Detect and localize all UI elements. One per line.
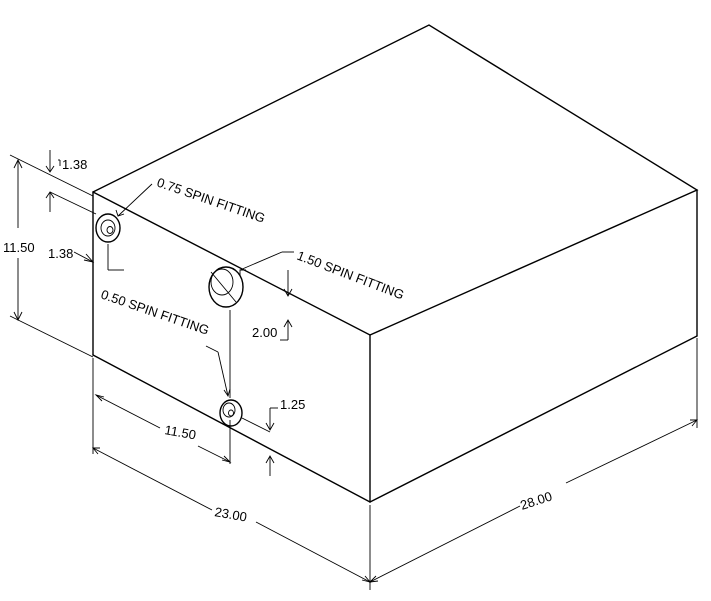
dim-fitting-spacing-label: 11.50 bbox=[163, 422, 197, 442]
callout-075-leader bbox=[115, 183, 153, 217]
fitting-150-icon bbox=[208, 266, 244, 308]
fitting-075-icon bbox=[95, 213, 121, 243]
callout-050-leader bbox=[205, 310, 231, 398]
dim-large-fitting-drop bbox=[280, 270, 293, 341]
callout-050-label: 0.50 SPIN FITTING bbox=[99, 287, 211, 338]
bottom-side-edge bbox=[369, 335, 698, 503]
callout-150-label: 1.50 SPIN FITTING bbox=[295, 248, 406, 303]
dim-height-label: 11.50 bbox=[3, 240, 35, 255]
dim-depth-label: 28.00 bbox=[518, 489, 554, 513]
dim-small-fitting-rise-label: 1.25 bbox=[280, 397, 305, 412]
dim-large-fitting-drop-label: 2.00 bbox=[252, 325, 277, 340]
dim-side-offset bbox=[73, 244, 124, 271]
bottom-front-edge bbox=[92, 354, 371, 503]
dim-width bbox=[92, 358, 372, 590]
fitting-050-icon bbox=[219, 399, 243, 427]
dim-fitting-spacing bbox=[94, 394, 232, 464]
dim-width-label: 23.00 bbox=[213, 504, 248, 524]
callout-075-label: 0.75 SPIN FITTING bbox=[155, 175, 267, 226]
callout-150-leader bbox=[239, 251, 294, 276]
dim-top-offset-label: 1.38 bbox=[62, 157, 87, 172]
dim-height bbox=[9, 154, 94, 358]
dim-top-offset bbox=[45, 150, 97, 215]
dim-side-offset-label: 1.38 bbox=[48, 246, 73, 261]
tank-box bbox=[92, 24, 699, 503]
dim-depth bbox=[368, 338, 698, 583]
dim-small-fitting-rise bbox=[241, 407, 278, 476]
